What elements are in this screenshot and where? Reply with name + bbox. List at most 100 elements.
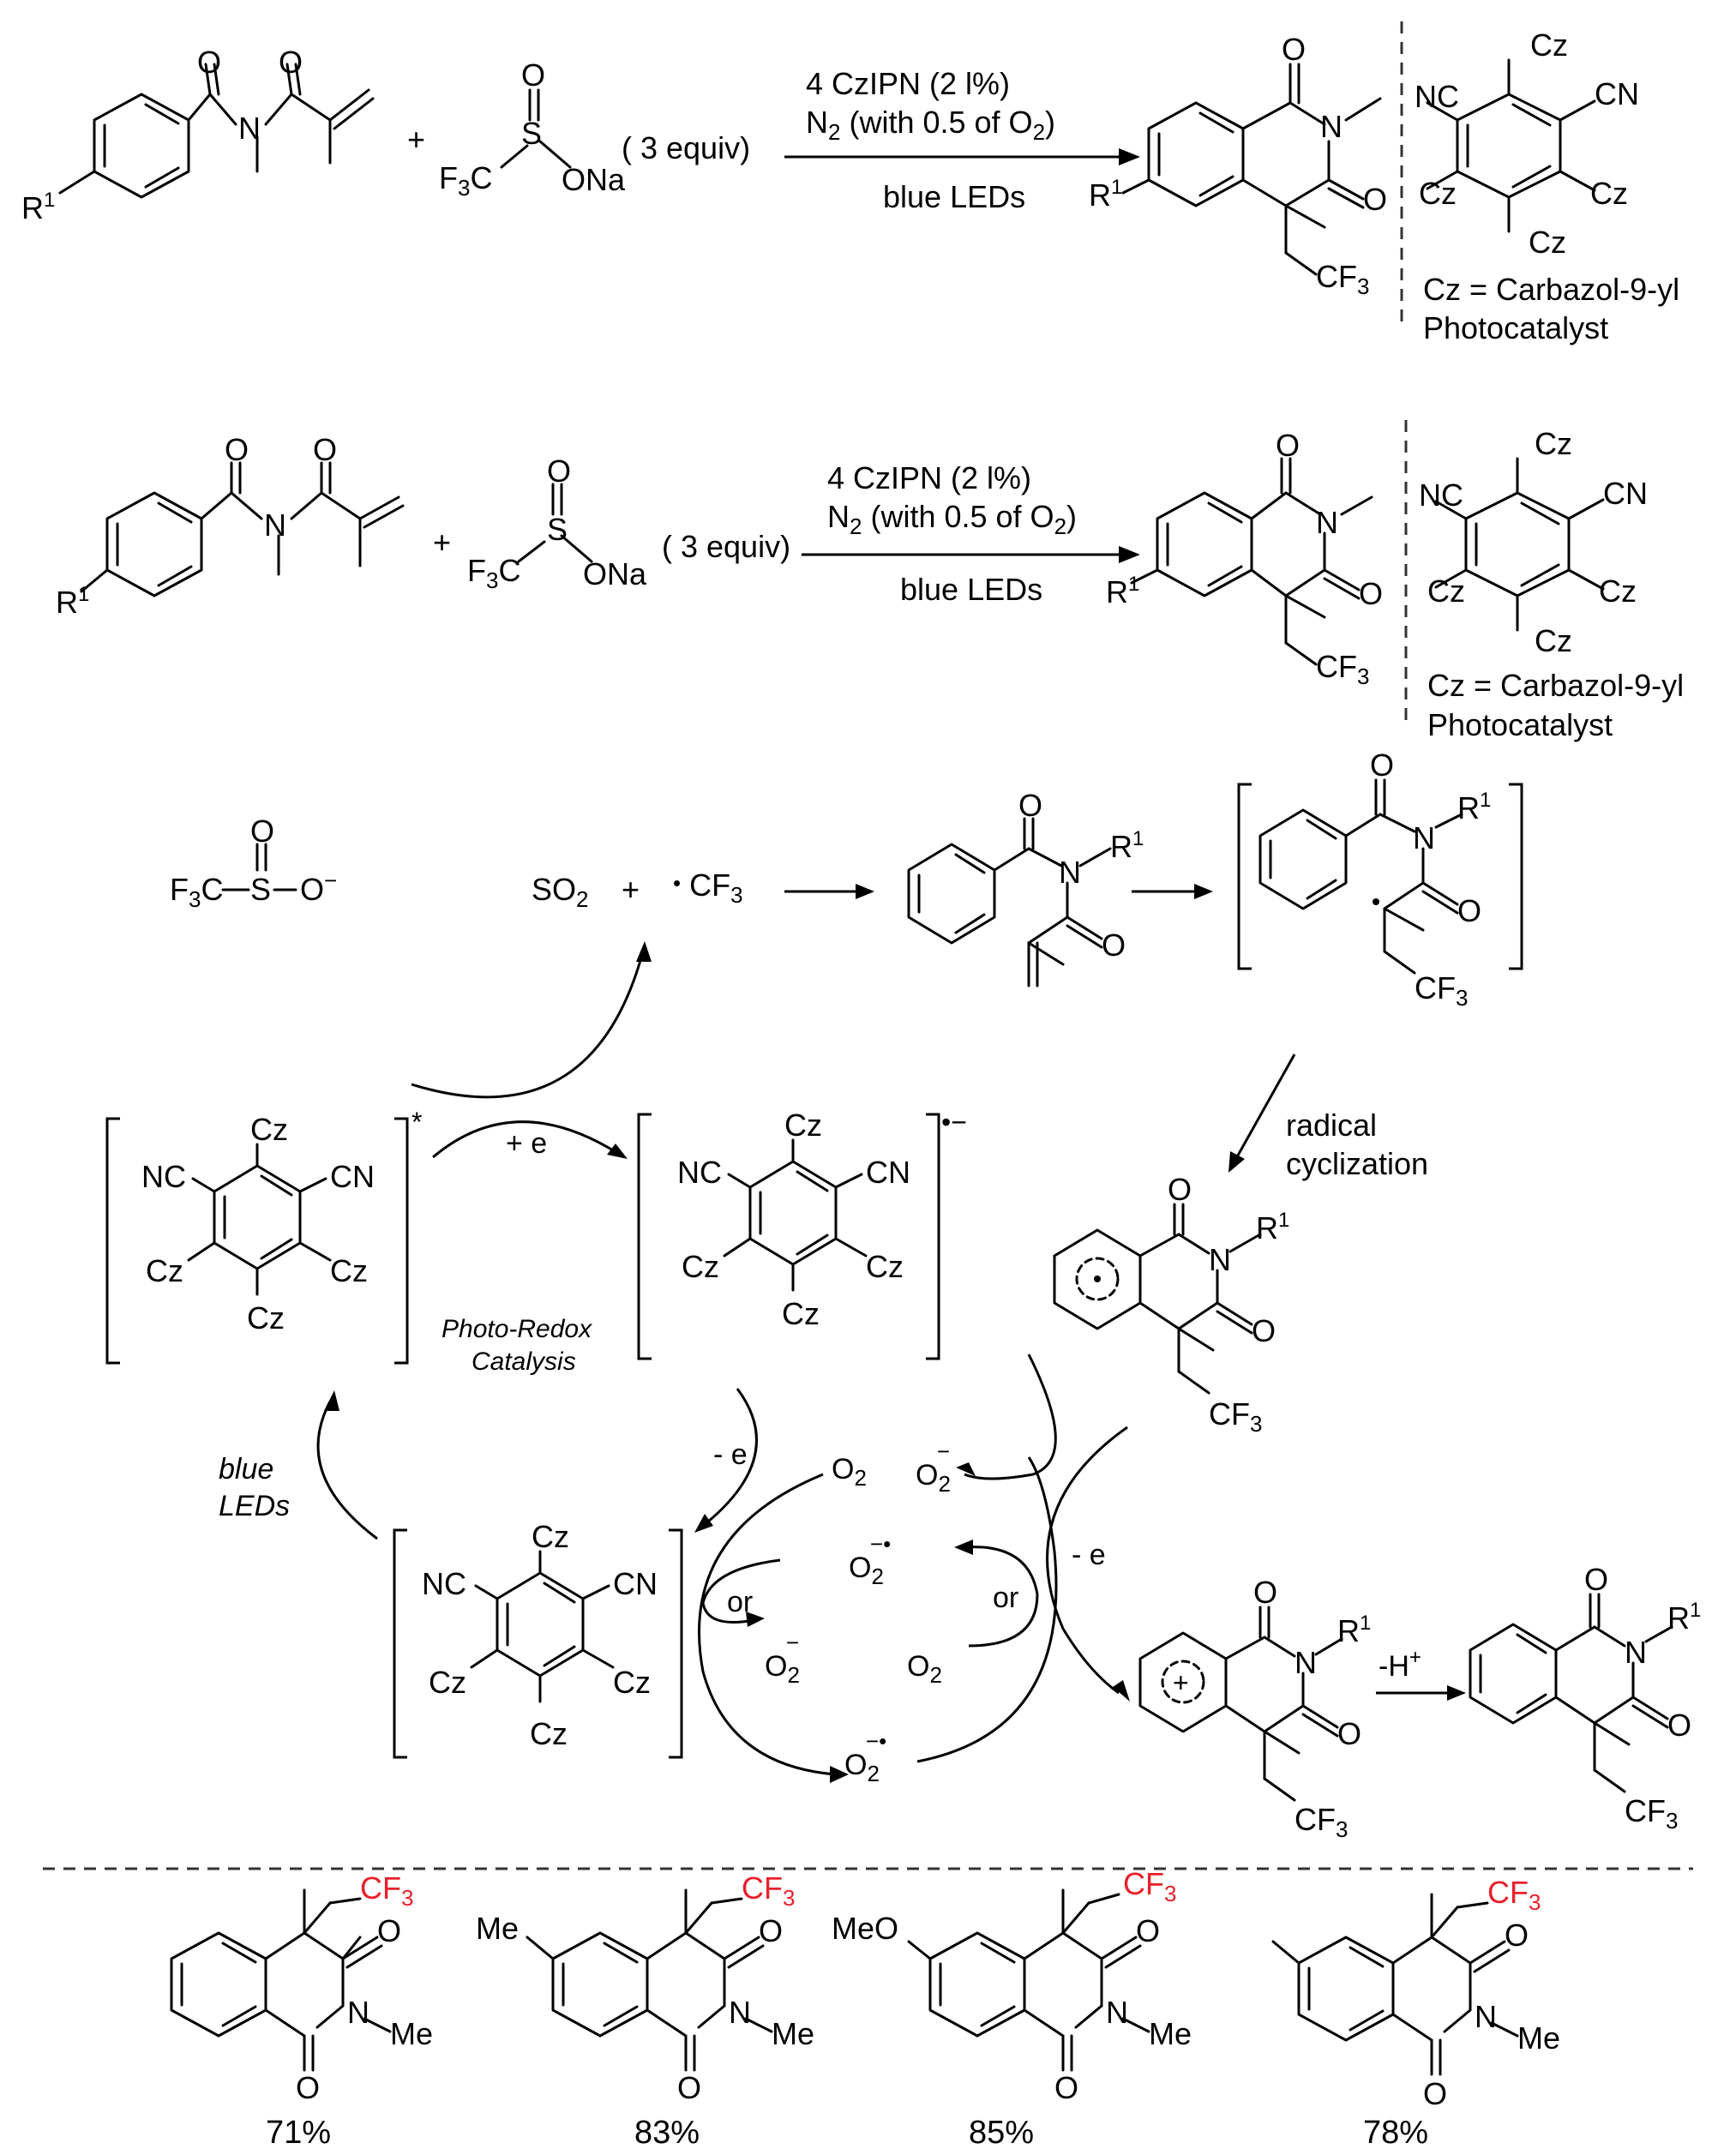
yield-value: 83% [634, 2115, 700, 2151]
or-label-left: or [727, 1586, 753, 1618]
me-label: Me [390, 2016, 433, 2051]
r1-label: R1 [1256, 1209, 1289, 1246]
atom-o: O [377, 1913, 401, 1948]
o2-radical-bottom: O2−• [844, 1728, 886, 1786]
atom-o: O [1054, 2070, 1078, 2105]
me-label: Me [1517, 2020, 1560, 2056]
minus-h-label: -H+ [1379, 1646, 1421, 1683]
atom-n: N [1209, 1242, 1231, 1277]
o-label: O [521, 57, 545, 93]
atom-n: N [1294, 1645, 1317, 1680]
leds-label: LEDs [219, 1490, 290, 1522]
cz-label: Cz [330, 1253, 368, 1288]
reactant-benzamide-2: O O N R1 [56, 432, 405, 620]
cz-label: Cz [1529, 225, 1566, 260]
f3c-label: F3C [439, 160, 492, 201]
cf3-label: CF3 [1415, 970, 1468, 1011]
equiv-label: ( 3 equiv) [622, 130, 750, 165]
cation-intermediate: + O N R1 O CF3 [1138, 1575, 1371, 1842]
r1-label: R1 [1337, 1612, 1371, 1648]
reaction-arrow-2: 4 CzIPN (2 l%) N2 (with 0.5 of O2) blue … [802, 460, 1140, 607]
plus-e-label: + e [506, 1127, 547, 1160]
atom-n: N [1475, 1999, 1497, 2034]
atom-o: O [1370, 747, 1394, 783]
atom-o: O [1337, 1716, 1361, 1751]
o-label: O [250, 813, 274, 849]
o-label: O [547, 453, 571, 489]
atom-o: O [1252, 1313, 1276, 1348]
o2-minus-right: O2− [916, 1438, 951, 1497]
atom-o: O [279, 45, 303, 80]
photocatalyst-ground: Cz NC CN Cz Cz Cz [393, 1519, 683, 1759]
cz-label: Cz [782, 1296, 820, 1331]
scheme-2: O O N R1 + F3C S O ONa ( 3 equiv) 4 CzIP… [56, 420, 1684, 742]
arrow-radical-cyclization: radical cyclization [1228, 1053, 1428, 1181]
atom-o: O [1102, 927, 1126, 963]
cf3-label-red: CF3 [1487, 1875, 1541, 1915]
atom-n: N [1316, 505, 1338, 540]
reactant-benzamide: O O N R1 [21, 45, 375, 225]
cf3-label-red: CF3 [1123, 1866, 1176, 1906]
photo-redox-label: Photo-Redox [442, 1315, 592, 1343]
cz-label: Cz [1599, 573, 1637, 609]
photocatalyst-excited: * Cz NC CN Cz Cz Cz [105, 1107, 422, 1365]
cn-label: CN [1595, 76, 1639, 111]
cf3-radical-label: • CF3 [673, 867, 743, 908]
atom-o: O [1276, 428, 1300, 463]
cz-label: Cz [530, 1716, 568, 1751]
cz-label: Cz [866, 1249, 904, 1284]
product-isoquinolinedione: O N O CF3 R1 [1089, 32, 1387, 299]
r1-label: R1 [1457, 789, 1491, 825]
cz-label: Cz [146, 1253, 183, 1288]
photocatalyst-label: Photocatalyst [1427, 707, 1613, 742]
atom-o: O [1018, 788, 1042, 823]
cz-label: Cz [1427, 573, 1465, 609]
atom-n: N [347, 1995, 369, 2030]
atom-n: N [1059, 855, 1081, 890]
nc-label: NC [1419, 477, 1463, 513]
atom-n: N [264, 507, 286, 543]
r1-label: R1 [1110, 827, 1144, 864]
cn-label: CN [330, 1159, 375, 1194]
atom-o: O [1423, 2076, 1447, 2111]
atom-o: O [225, 432, 249, 467]
photocatalyst-4czipn: Cz NC CN Cz Cz Cz Cz = Carbazol-9-yl Pho… [1415, 27, 1679, 345]
mechanism: F3C S O O− SO2 + • CF3 [105, 747, 1701, 1842]
yield-value: 78% [1363, 2115, 1428, 2151]
s-label: S [547, 512, 568, 547]
yield-compound-1: CF3 O N Me O 71% [170, 1870, 433, 2151]
final-product: O N R1 O CF3 [1469, 1562, 1701, 1834]
nc-label: NC [422, 1566, 466, 1601]
radical-anion-sign: •− [941, 1107, 967, 1138]
photocatalyst-label: Photocatalyst [1423, 310, 1608, 345]
cz-label: Cz [1590, 176, 1628, 211]
s-label: S [521, 116, 542, 151]
yield-row: CF3 O N Me O 71% Me [170, 1866, 1560, 2151]
atom-o: O [1253, 1575, 1277, 1610]
cn-label: CN [613, 1566, 658, 1601]
f3c-label: F3C [170, 872, 223, 912]
atom-n: N [1106, 1995, 1128, 2030]
atom-o: O [197, 45, 221, 80]
cn-label: CN [1603, 476, 1648, 511]
atom-o: O [1457, 893, 1481, 928]
condition-catalyst: 4 CzIPN (2 l%) [827, 460, 1031, 495]
me-substituent: Me [476, 1911, 519, 1946]
cyclization-label: cyclization [1286, 1146, 1428, 1181]
r1-label: R1 [21, 189, 55, 225]
me-label: Me [772, 2016, 814, 2051]
cz-definition: Cz = Carbazol-9-yl [1423, 272, 1679, 307]
reagent-triflinate: F3C S O ONa ( 3 equiv) [439, 57, 750, 201]
atom-n: N [729, 1995, 751, 2030]
nc-label: NC [141, 1159, 186, 1194]
atom-n: N [1413, 820, 1435, 855]
cf3-label: CF3 [1209, 1396, 1262, 1437]
yield-compound-2: Me CF3 O N Me O 83% [476, 1870, 814, 2151]
cz-label: Cz [682, 1249, 719, 1284]
me-label: Me [1149, 2016, 1192, 2051]
scheme-1: O O N R1 + F3C S O ONa ( 3 equiv) 4 CzIP… [21, 21, 1679, 345]
ona-label: ONa [562, 162, 626, 197]
atom-n: N [238, 111, 261, 146]
photocatalyst-radical-anion: •− Cz NC CN Cz Cz Cz [637, 1107, 967, 1360]
condition-light: blue LEDs [883, 179, 1025, 214]
